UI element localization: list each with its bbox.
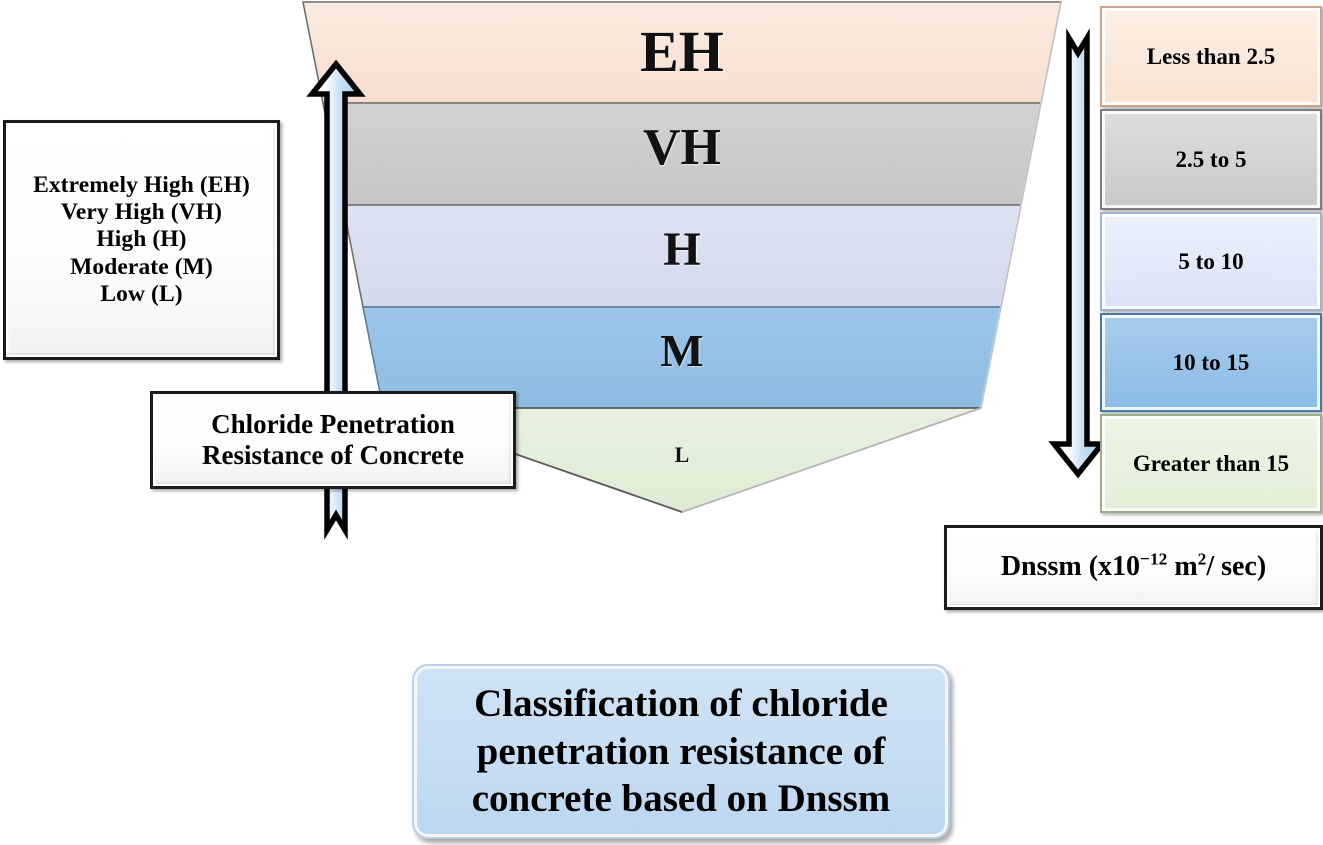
- value-box-greater-than-15: Greater than 15: [1100, 414, 1322, 513]
- right-down-arrow: [1048, 28, 1108, 478]
- diagram-title-banner: Classification of chloride penetration r…: [412, 664, 950, 839]
- unit-mid: m: [1167, 551, 1198, 583]
- diagram-title-text: Classification of chloride penetration r…: [471, 682, 891, 821]
- value-box-text: Greater than 15: [1132, 450, 1290, 476]
- unit-exponent: −12: [1140, 549, 1168, 569]
- value-box-text: 2.5 to 5: [1175, 146, 1247, 172]
- left-up-arrow: [306, 60, 366, 540]
- legend-line-vh: Very High (VH): [60, 199, 223, 226]
- left-axis-label-box: Chloride Penetration Resistance of Concr…: [150, 391, 516, 489]
- legend-line-h: High (H): [96, 226, 187, 253]
- unit-prefix: Dnssm (x10: [1000, 551, 1141, 583]
- pyramid-label-m: M: [660, 325, 704, 376]
- value-box-less-than-2-5: Less than 2.5: [1100, 6, 1322, 107]
- unit-power: 2: [1197, 549, 1207, 569]
- legend-line-l: Low (L): [100, 280, 183, 307]
- dnssm-unit-text: Dnssm (x10−12 m2/ sec): [991, 551, 1276, 583]
- value-box-5-to-10: 5 to 10: [1100, 212, 1322, 311]
- value-box-2-5-to-5: 2.5 to 5: [1100, 109, 1322, 210]
- left-axis-label-text: Chloride Penetration Resistance of Concr…: [202, 408, 464, 470]
- pyramid-label-h: H: [663, 223, 701, 276]
- unit-suffix: / sec): [1206, 551, 1267, 583]
- value-box-text: Less than 2.5: [1146, 43, 1276, 69]
- pyramid-label-vh: VH: [643, 119, 721, 176]
- value-box-text: 5 to 10: [1178, 248, 1244, 274]
- value-box-10-to-15: 10 to 15: [1100, 313, 1322, 412]
- legend-line-m: Moderate (M): [70, 253, 213, 280]
- severity-legend-box: Extremely High (EH) Very High (VH) High …: [3, 120, 280, 360]
- dnssm-unit-box: Dnssm (x10−12 m2/ sec): [944, 525, 1323, 610]
- pyramid-label-eh: EH: [640, 19, 724, 84]
- value-box-text: 10 to 15: [1172, 349, 1250, 375]
- pyramid-label-l: L: [674, 442, 690, 467]
- legend-line-eh: Extremely High (EH): [33, 171, 250, 198]
